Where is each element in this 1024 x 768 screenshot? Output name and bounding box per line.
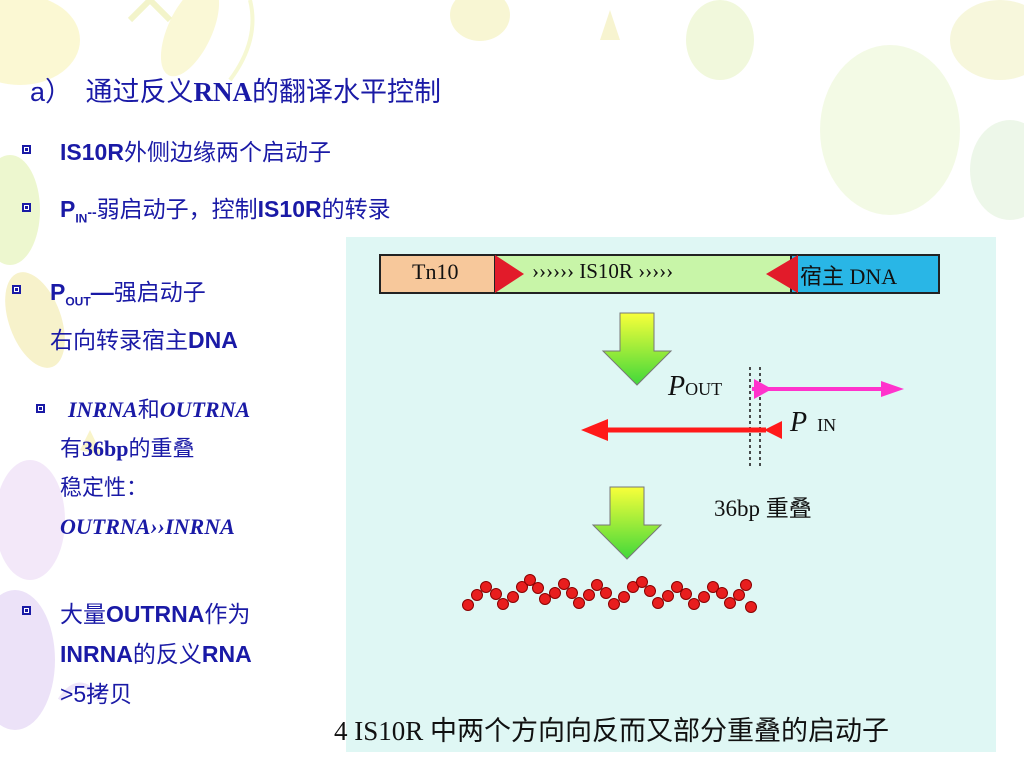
bullet-marker bbox=[12, 285, 21, 294]
pout-p: P bbox=[50, 279, 66, 305]
pout-dash: — bbox=[90, 279, 114, 305]
pin-label: P IN bbox=[790, 407, 836, 439]
promoter-figure: Tn10 ›››››› IS10R ››››› 宿主 DNA POUT P IN… bbox=[334, 237, 996, 752]
bullet-3-text: POUT—强启动子 右向转录宿主DNA bbox=[50, 270, 238, 362]
pin-dash: -- bbox=[87, 204, 97, 220]
bullet-4-line-3: 稳定性： bbox=[60, 475, 149, 500]
pout-label-p: P bbox=[668, 371, 686, 402]
bullet-1-bold: IS10R bbox=[60, 139, 124, 165]
bullet-3-rest: 强启动子 bbox=[113, 279, 206, 305]
heading-prefix: a bbox=[30, 77, 46, 107]
pin-label-sub: IN bbox=[817, 415, 837, 435]
bullet-5-line-3: >5拷贝 bbox=[60, 681, 133, 707]
pout-sub: OUT bbox=[65, 294, 91, 309]
right-promoter-triangle bbox=[766, 255, 798, 293]
bullet-5-text: 大量OUTRNA作为 INRNA的反义RNA >5拷贝 bbox=[60, 592, 252, 716]
host-dna-label: 宿主 DNA bbox=[800, 264, 898, 289]
bullet-2-rest-2: 的转录 bbox=[321, 196, 391, 222]
heading-rna: RNA bbox=[193, 77, 253, 107]
heading-text-2: 的翻译水平控制 bbox=[252, 77, 442, 107]
figure-caption: 4 IS10R 中两个方向向反而又部分重叠的启动子 bbox=[334, 716, 890, 746]
tn10-label: Tn10 bbox=[412, 259, 459, 284]
bullet-marker bbox=[22, 145, 31, 154]
bullet-1-text: IS10R外侧边缘两个启动子 bbox=[60, 133, 331, 167]
bullet-3-line2-bold: DNA bbox=[188, 326, 238, 353]
bullet-5-l1-bold: OUTRNA bbox=[106, 601, 205, 627]
bullet-4-text: INRNA和OUTRNA 有36bp的重叠 稳定性： OUTRNA››INRNA bbox=[60, 390, 250, 546]
bullet-5-line-2: INRNA的反义RNA bbox=[60, 632, 252, 676]
heading-paren: ） bbox=[45, 77, 73, 107]
slide-heading: a） 通过反义RNA的翻译水平控制 bbox=[30, 70, 441, 109]
down-arrow-2 bbox=[591, 486, 663, 560]
bullet-5-l1-cn1: 大量 bbox=[60, 601, 106, 627]
pin-p: P bbox=[60, 196, 76, 222]
is10r-label: ›››››› IS10R ››››› bbox=[532, 259, 674, 283]
bullet-5-l2-bold: INRNA bbox=[60, 641, 133, 667]
bullet-4-36bp: 36bp bbox=[82, 436, 129, 461]
bullet-marker bbox=[36, 404, 45, 413]
bullet-4-and: 和 bbox=[137, 397, 160, 422]
bullet-4-line-2: 有36bp的重叠 bbox=[60, 429, 250, 468]
bullet-5-l1-cn2: 作为 bbox=[204, 601, 251, 627]
host-dna-segment bbox=[790, 254, 940, 294]
rna-beads bbox=[462, 574, 757, 613]
bullet-4-line-4: OUTRNA››INRNA bbox=[60, 514, 235, 539]
bullet-4-has: 有 bbox=[60, 436, 83, 461]
heading-text-1: 通过反义 bbox=[85, 77, 194, 107]
bullet-4-overlap: 的重叠 bbox=[128, 436, 195, 461]
bullet-2-rest-1: 弱启动子，控制 bbox=[96, 196, 258, 222]
bullet-2-bold: IS10R bbox=[257, 196, 322, 222]
pin-label-p: P bbox=[790, 407, 808, 438]
bullet-marker bbox=[22, 606, 31, 615]
bullet-2-text: PIN--弱启动子，控制IS10R的转录 bbox=[60, 190, 391, 226]
bullet-5-line-1: 大量OUTRNA作为 bbox=[60, 592, 252, 636]
bullet-4-line-1: INRNA和OUTRNA bbox=[68, 390, 250, 429]
bullet-3-line-1: POUT—强启动子 bbox=[50, 270, 238, 324]
pin-sub: IN bbox=[75, 211, 88, 226]
tn10-segment bbox=[379, 254, 496, 294]
bullet-1-rest: 外侧边缘两个启动子 bbox=[123, 139, 331, 165]
bullet-3-line-2: 右向转录宿主DNA bbox=[50, 318, 238, 362]
bullet-3-line2-cn: 右向转录宿主 bbox=[50, 326, 188, 353]
bullet-marker bbox=[22, 203, 31, 212]
inrna-label: INRNA bbox=[68, 397, 138, 422]
left-promoter-triangle bbox=[495, 255, 524, 293]
overlap-label: 36bp 重叠 bbox=[714, 496, 812, 521]
bullet-5-l2-bold2: RNA bbox=[201, 641, 252, 667]
down-arrow-1 bbox=[601, 312, 673, 386]
outrna-label: OUTRNA bbox=[159, 397, 251, 422]
pout-label: POUT bbox=[668, 371, 722, 403]
pout-label-sub: OUT bbox=[685, 379, 723, 399]
promoter-diagram bbox=[379, 254, 940, 613]
bullet-5-l2-cn: 的反义 bbox=[132, 641, 202, 667]
